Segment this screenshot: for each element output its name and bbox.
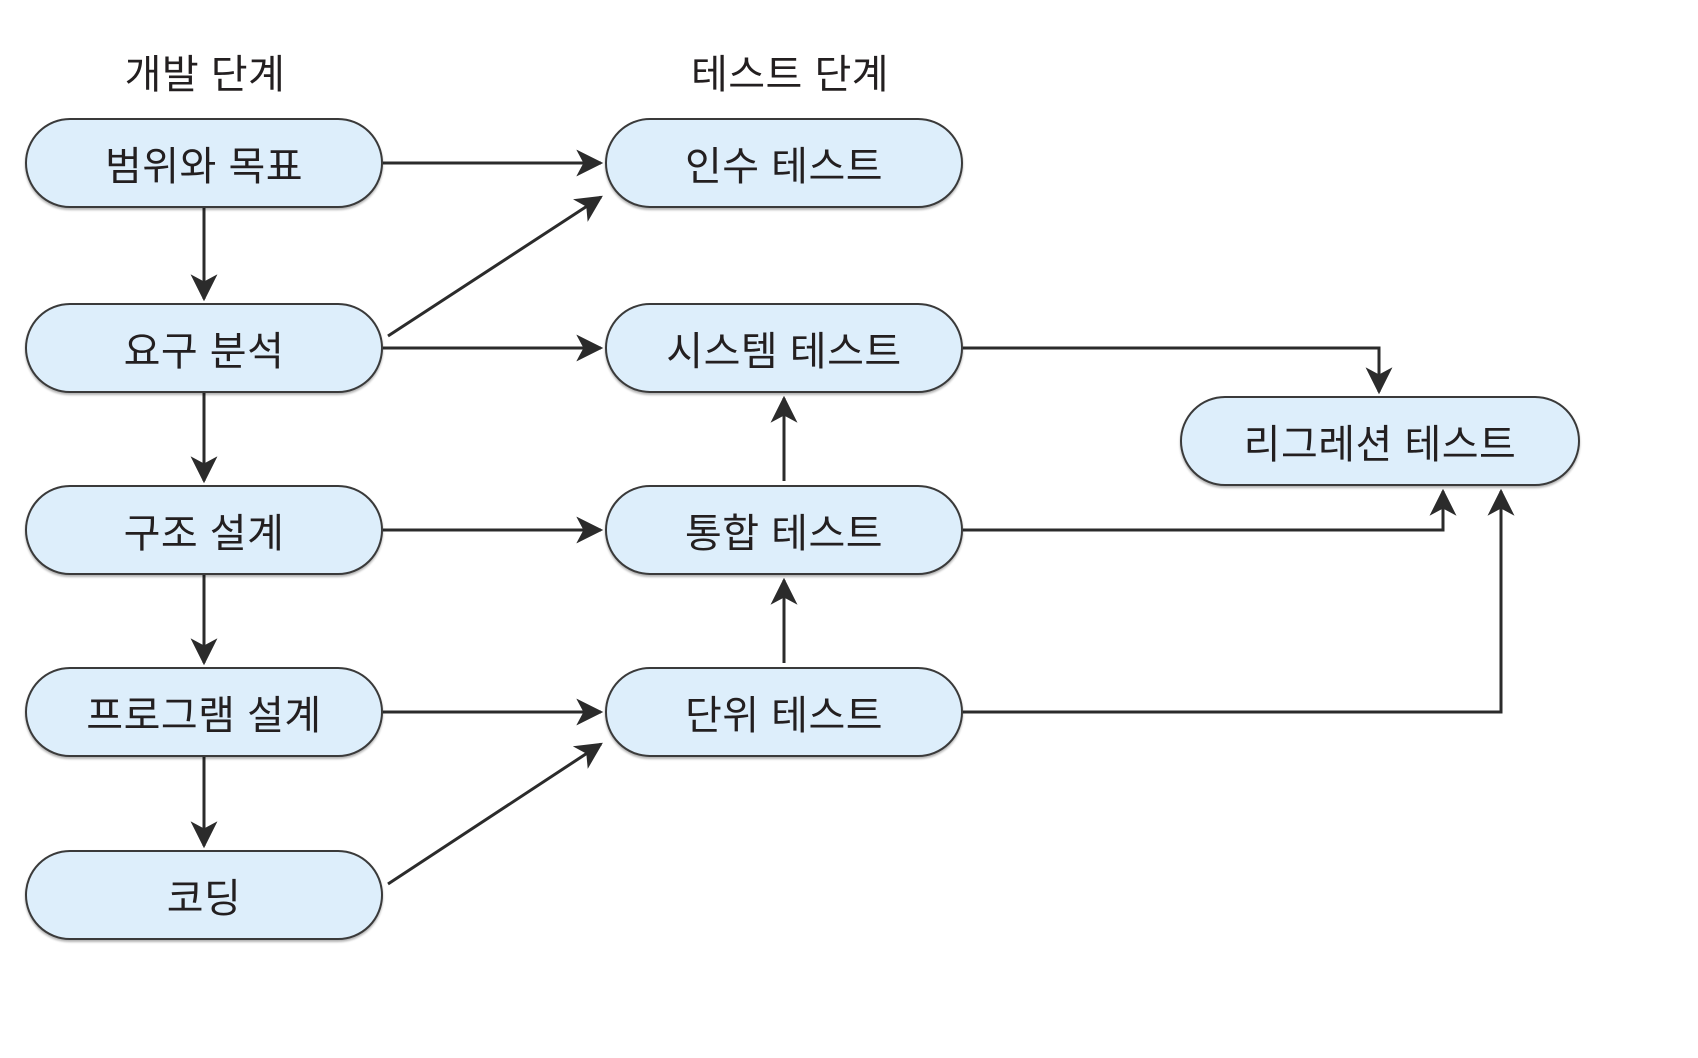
node-scope-goal[interactable]: 범위와 목표 bbox=[25, 118, 383, 208]
edge-coding-to-unit bbox=[387, 742, 603, 886]
column-header-test-phase: 테스트 단계 bbox=[690, 53, 890, 97]
edge-system-to-regression bbox=[963, 346, 1393, 395]
node-acceptance-test[interactable]: 인수 테스트 bbox=[605, 118, 963, 208]
edge-requirement-to-acceptance bbox=[387, 195, 603, 338]
column-header-dev-phase: 개발 단계 bbox=[124, 53, 286, 97]
node-system-test[interactable]: 시스템 테스트 bbox=[605, 303, 963, 393]
edge-unit-to-regression bbox=[963, 488, 1515, 714]
node-architecture[interactable]: 구조 설계 bbox=[25, 485, 383, 575]
node-program-design[interactable]: 프로그램 설계 bbox=[25, 667, 383, 757]
node-coding[interactable]: 코딩 bbox=[25, 850, 383, 940]
node-unit-test[interactable]: 단위 테스트 bbox=[605, 667, 963, 757]
node-integration-test[interactable]: 통합 테스트 bbox=[605, 485, 963, 575]
node-requirement[interactable]: 요구 분석 bbox=[25, 303, 383, 393]
edge-integration-to-regression bbox=[963, 488, 1457, 532]
node-regression-test[interactable]: 리그레션 테스트 bbox=[1180, 396, 1580, 486]
